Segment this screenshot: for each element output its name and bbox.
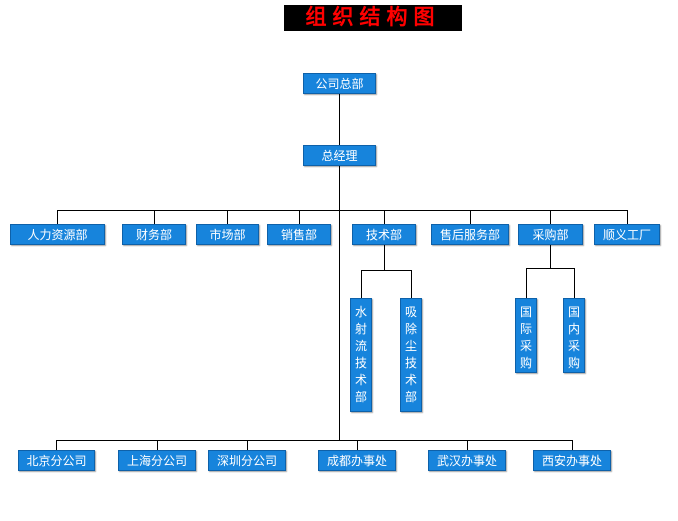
node-branch-beijing: 北京分公司	[18, 450, 95, 471]
node-dept-sales: 销售部	[267, 224, 331, 245]
connector-line	[357, 440, 358, 450]
connector-line	[157, 440, 158, 450]
chart-title: 组织结构图	[284, 5, 462, 31]
connector-line	[227, 210, 228, 224]
connector-line	[384, 210, 385, 224]
connector-line	[56, 440, 57, 450]
node-dept-purchasing: 采购部	[518, 224, 583, 245]
node-dept-finance: 财务部	[122, 224, 186, 245]
node-office-wuhan: 武汉办事处	[428, 450, 506, 471]
connector-line	[467, 440, 468, 450]
connector-line	[526, 268, 575, 269]
node-office-chengdu: 成都办事处	[318, 450, 396, 471]
node-dept-aftersales: 售后服务部	[431, 224, 509, 245]
connector-line	[299, 210, 300, 224]
node-subdept-domestic-purchase: 国内采购	[563, 298, 585, 373]
connector-line	[526, 268, 527, 298]
connector-line	[154, 210, 155, 224]
node-branch-shanghai: 上海分公司	[118, 450, 196, 471]
node-dept-technology: 技术部	[352, 224, 416, 245]
connector-line	[57, 210, 58, 224]
connector-line	[550, 245, 551, 268]
connector-line	[339, 166, 340, 440]
connector-line	[550, 210, 551, 224]
node-headquarters: 公司总部	[303, 73, 376, 94]
node-subdept-dust-removal: 吸除尘技术部	[400, 298, 422, 412]
connector-line	[470, 210, 471, 224]
connector-line	[572, 440, 573, 450]
connector-line	[247, 440, 248, 450]
connector-line	[627, 210, 628, 224]
connector-line	[384, 245, 385, 270]
node-dept-marketing: 市场部	[196, 224, 259, 245]
connector-line	[361, 270, 362, 298]
connector-line	[411, 270, 412, 298]
connector-line	[57, 210, 627, 211]
node-subdept-waterjet: 水射流技术部	[350, 298, 372, 412]
node-branch-shenzhen: 深圳分公司	[208, 450, 286, 471]
connector-line	[56, 440, 573, 441]
connector-line	[361, 270, 412, 271]
connector-line	[574, 268, 575, 298]
connector-line	[339, 94, 340, 145]
node-office-xian: 西安办事处	[533, 450, 611, 471]
node-dept-hr: 人力资源部	[10, 224, 105, 245]
node-dept-factory: 顺义工厂	[594, 224, 660, 245]
node-subdept-intl-purchase: 国际采购	[515, 298, 537, 373]
node-general-manager: 总经理	[303, 145, 376, 166]
